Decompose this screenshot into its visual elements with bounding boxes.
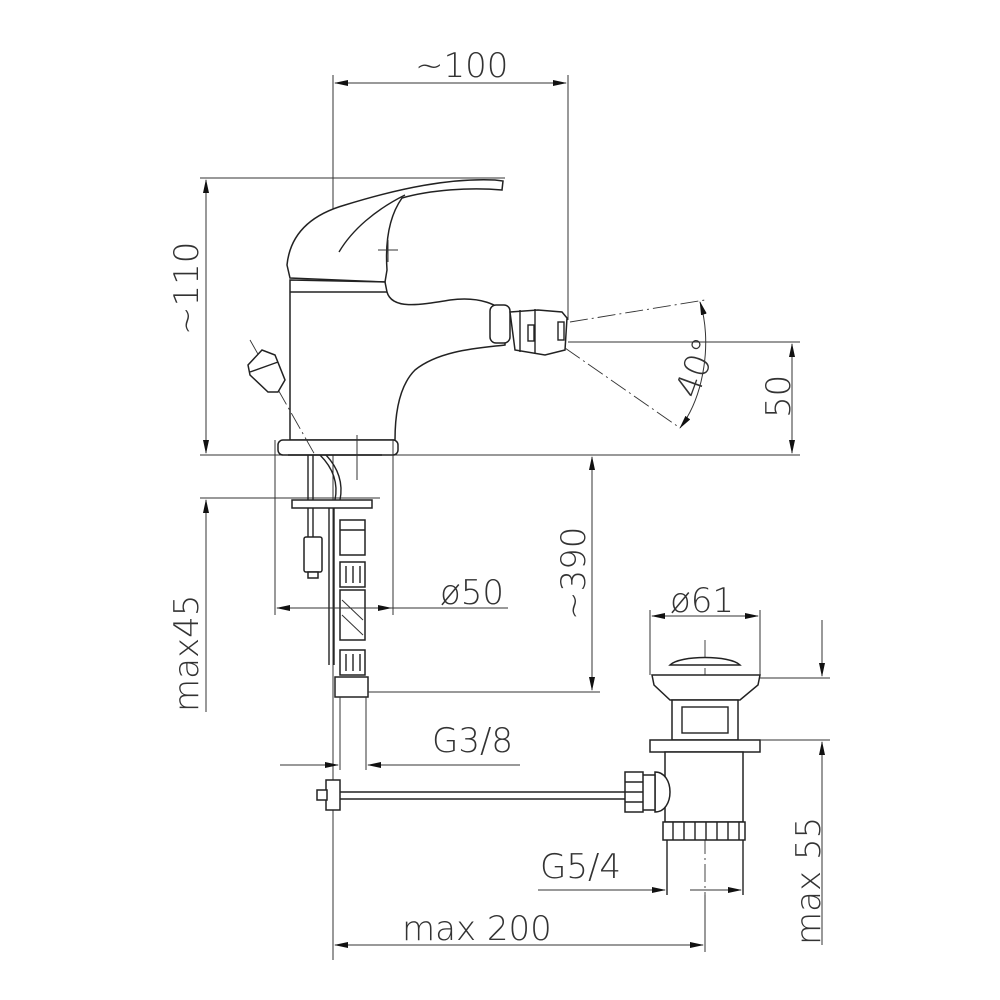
dim-label-hose-length: ~390 [554, 527, 594, 620]
dim-nozzle-height: 50 [759, 343, 799, 454]
dim-label-waste-diameter: ø61 [670, 581, 734, 621]
dim-label-waste-thread: G5/4 [540, 847, 621, 887]
dim-height-total: ~110 [167, 177, 505, 454]
under-deck-assembly [274, 435, 394, 770]
dim-max-deck: max45 [167, 497, 380, 712]
dim-label-height-total: ~110 [167, 242, 207, 335]
dim-waste-thread: G5/4 [538, 847, 742, 893]
dim-hose-length: ~390 [368, 454, 600, 693]
dim-rod-length: max 200 [334, 895, 706, 952]
nozzle [489, 304, 568, 356]
dim-label-angle: 40° [668, 333, 726, 403]
dim-label-width-top: ~100 [415, 46, 508, 86]
dim-label-thread-inlet: G3/8 [432, 721, 513, 761]
dim-label-max-deck: max45 [167, 595, 207, 712]
popup-knob [247, 339, 316, 456]
dim-label-waste-depth: max 55 [789, 817, 829, 945]
dim-label-nozzle-height: 50 [759, 375, 799, 418]
dim-thread-inlet: G3/8 [280, 721, 520, 768]
mixer-body [277, 178, 568, 456]
dim-width-top: ~100 [332, 46, 569, 320]
dim-waste-diameter: ø61 [649, 581, 761, 675]
dim-label-rod-length: max 200 [402, 909, 552, 949]
dim-label-base-diameter: ø50 [440, 573, 504, 613]
dim-waste-depth: max 55 [760, 620, 830, 945]
waste-assembly [624, 640, 761, 900]
dim-base-diameter: ø50 [276, 573, 508, 613]
popup-rod [316, 779, 625, 811]
